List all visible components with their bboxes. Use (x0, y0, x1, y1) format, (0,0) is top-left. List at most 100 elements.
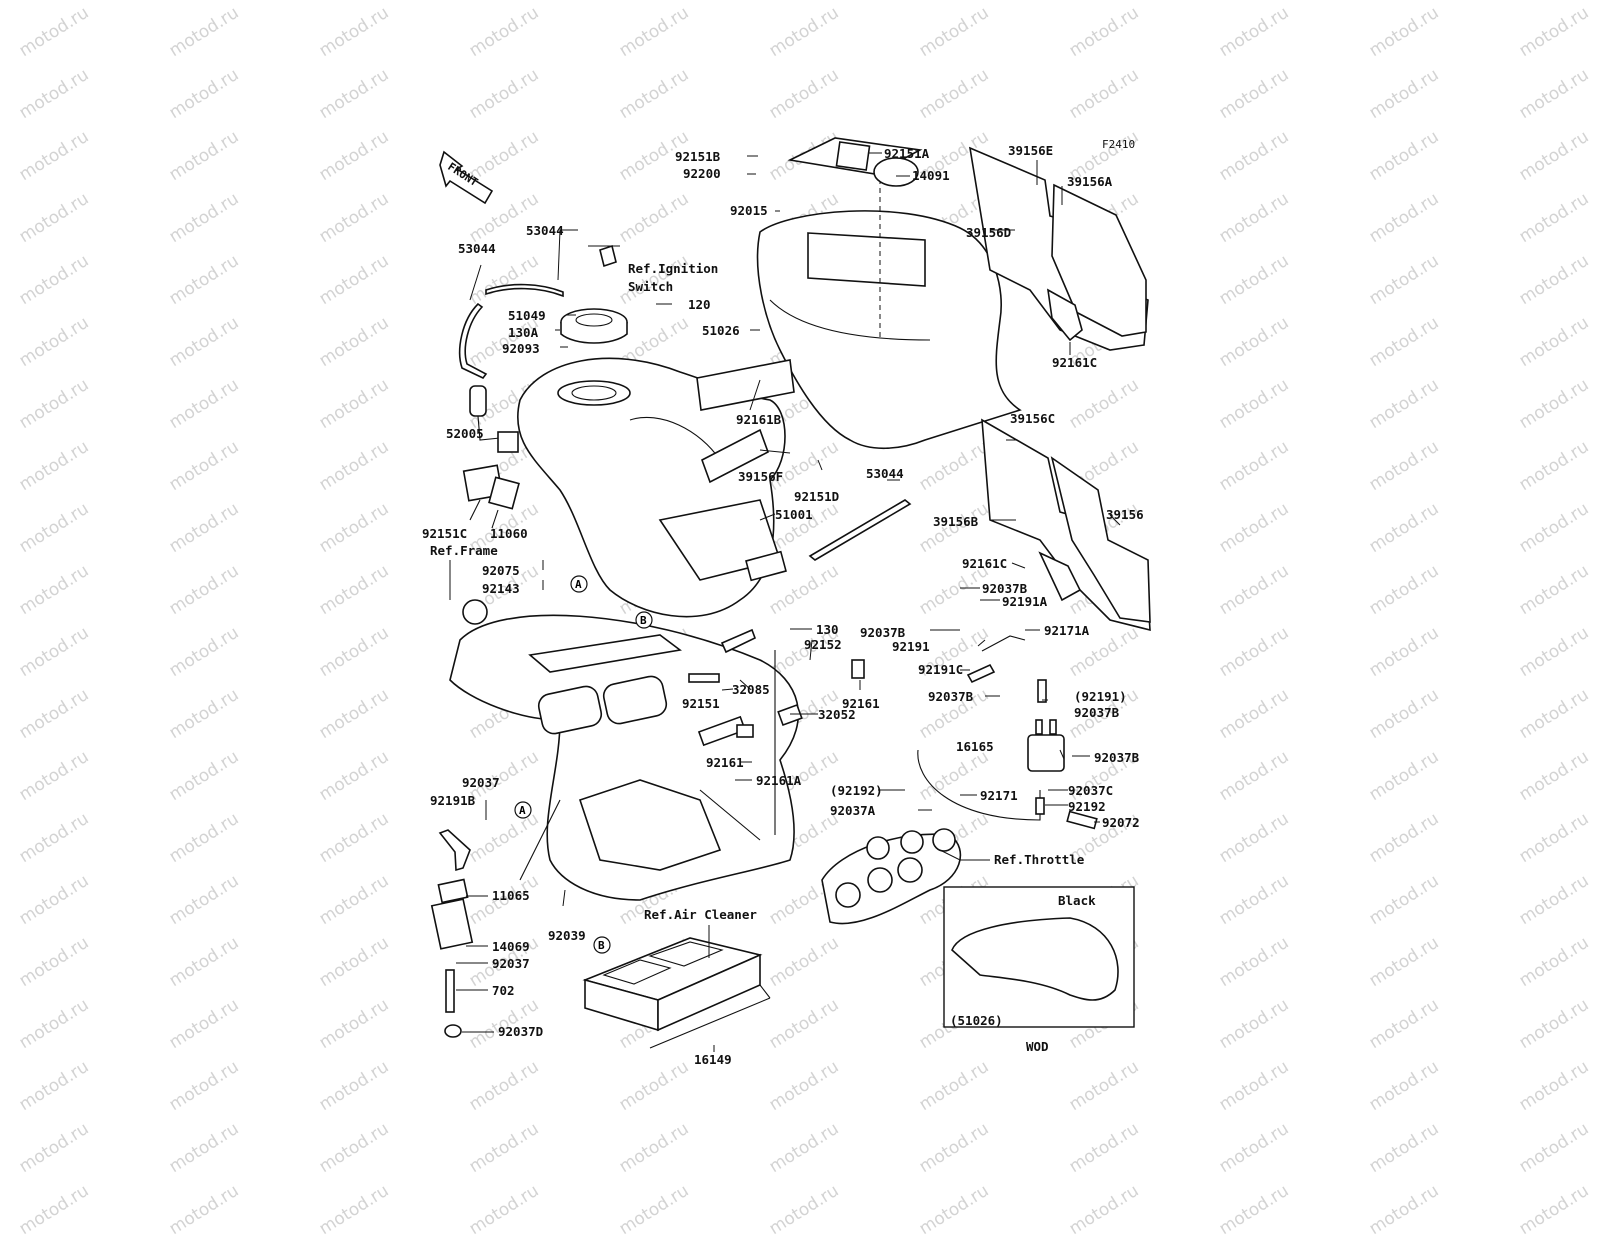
svg-text:A: A (519, 804, 526, 817)
callout-label: 92161A (756, 773, 802, 788)
callout-label: 92037D (498, 1024, 544, 1039)
air-cleaner-shape (582, 937, 771, 1049)
callout-label: 32052 (818, 707, 856, 722)
callout-label: Ref.Throttle (994, 852, 1085, 867)
callout-label: 92161C (1052, 355, 1098, 370)
callout-label: 92151B (675, 149, 721, 164)
front-arrow-icon (439, 150, 494, 205)
tank-cover-shape (756, 170, 1022, 450)
callout-label: 92161 (842, 696, 880, 711)
callout-label: 702 (492, 983, 515, 998)
callout-label: 130 (816, 622, 839, 637)
throttle-body-shape (821, 828, 962, 925)
hoses-shape (430, 628, 1098, 1038)
svg-text:B: B (640, 614, 647, 627)
inset-box (943, 886, 1135, 1028)
callout-label: 39156A (1067, 174, 1113, 189)
callout-label: 92191C (918, 662, 964, 677)
callout-label: 14091 (912, 168, 950, 183)
callout-label: 11060 (490, 526, 528, 541)
side-panel-upper (968, 146, 1149, 351)
inset-variant: WOD (1026, 1039, 1049, 1054)
fuel-tank-shape (517, 357, 787, 618)
callout-label: 92151A (884, 146, 930, 161)
callout-label: 92037B (1074, 705, 1120, 720)
callout-label: 92171 (980, 788, 1018, 803)
callout-label: 39156D (966, 225, 1012, 240)
callout-label: Ref.Ignition (628, 261, 719, 276)
hatch-cover-shape (787, 137, 923, 187)
inset-part-ref: (51026) (950, 1013, 1003, 1028)
svg-text:A: A (575, 578, 582, 591)
svg-text:B: B (598, 939, 605, 952)
callout-label: 92037B (860, 625, 906, 640)
ignition-switch-part (599, 244, 617, 268)
rubber-strip-top (485, 283, 564, 298)
strip-39156f (701, 428, 769, 484)
callout-label: (92191) (1074, 689, 1127, 704)
callout-label: 16165 (956, 739, 994, 754)
callout-label: 92015 (730, 203, 768, 218)
canister-shape (917, 719, 1065, 821)
callout-label: 32085 (732, 682, 770, 697)
callout-label: 92075 (482, 563, 520, 578)
callout-label: 92039 (548, 928, 586, 943)
callout-label: 53044 (458, 241, 496, 256)
callout-label: 51049 (508, 308, 546, 323)
leader-lines (449, 152, 1121, 1052)
callout-label: 92151 (682, 696, 720, 711)
callout-label: 39156 (1106, 507, 1144, 522)
figure-code: F2410 (1102, 138, 1136, 151)
callout-label: 92151D (794, 489, 840, 504)
callout-label: 92037 (492, 956, 530, 971)
callout-label: 92161 (706, 755, 744, 770)
callout-label: 11065 (492, 888, 530, 903)
callout-label: Ref.Air Cleaner (644, 907, 757, 922)
callout-label: 92037B (928, 689, 974, 704)
callout-label: 92037B (1094, 750, 1140, 765)
callout-label: 92192 (1068, 799, 1106, 814)
callout-label: 39156B (933, 514, 979, 529)
callout-label: 53044 (526, 223, 564, 238)
callout-label: 92171A (1044, 623, 1090, 638)
inset-color-label: Black (1058, 893, 1096, 908)
callout-label: Switch (628, 279, 674, 294)
callout-label: 92151C (422, 526, 468, 541)
callout-label: 39156E (1008, 143, 1054, 158)
callout-label: 39156C (1010, 411, 1056, 426)
callout-label: 92037B (982, 581, 1028, 596)
callout-label: 92200 (683, 166, 721, 181)
rubber-strip-right (808, 499, 912, 561)
callout-label: 52005 (446, 426, 484, 441)
fuel-pump-shape (462, 385, 520, 529)
callout-label: 92072 (1102, 815, 1140, 830)
callout-label: 120 (688, 297, 711, 312)
callout-label: 92037 (462, 775, 500, 790)
callout-label: 92143 (482, 581, 520, 596)
circle-ref-markers: A B A B (514, 575, 653, 954)
callout-label: 92191B (430, 793, 476, 808)
callout-label: 92191 (892, 639, 930, 654)
callout-label: 51001 (775, 507, 813, 522)
callout-label: 39156F (738, 469, 784, 484)
callout-label: Ref.Frame (430, 543, 498, 558)
callout-label: 92191A (1002, 594, 1048, 609)
callout-label: 53044 (866, 466, 904, 481)
callout-label: 92037A (830, 803, 876, 818)
side-panel-lower (981, 418, 1151, 632)
exploded-view-drawing: A B A B (430, 137, 1151, 1052)
callout-label: (92192) (830, 783, 883, 798)
callout-label: 92161C (962, 556, 1008, 571)
callout-label: 130A (508, 325, 539, 340)
callout-label: 51026 (702, 323, 740, 338)
callout-label: 14069 (492, 939, 530, 954)
callout-label: 92152 (804, 637, 842, 652)
callout-label: 16149 (694, 1052, 732, 1067)
rubber-strip-left (458, 302, 488, 380)
callout-label: 92161B (736, 412, 782, 427)
strip-92161b (696, 359, 795, 411)
filler-cap-shape (560, 308, 628, 344)
callout-label: 92093 (502, 341, 540, 356)
callout-label: 92037C (1068, 783, 1114, 798)
